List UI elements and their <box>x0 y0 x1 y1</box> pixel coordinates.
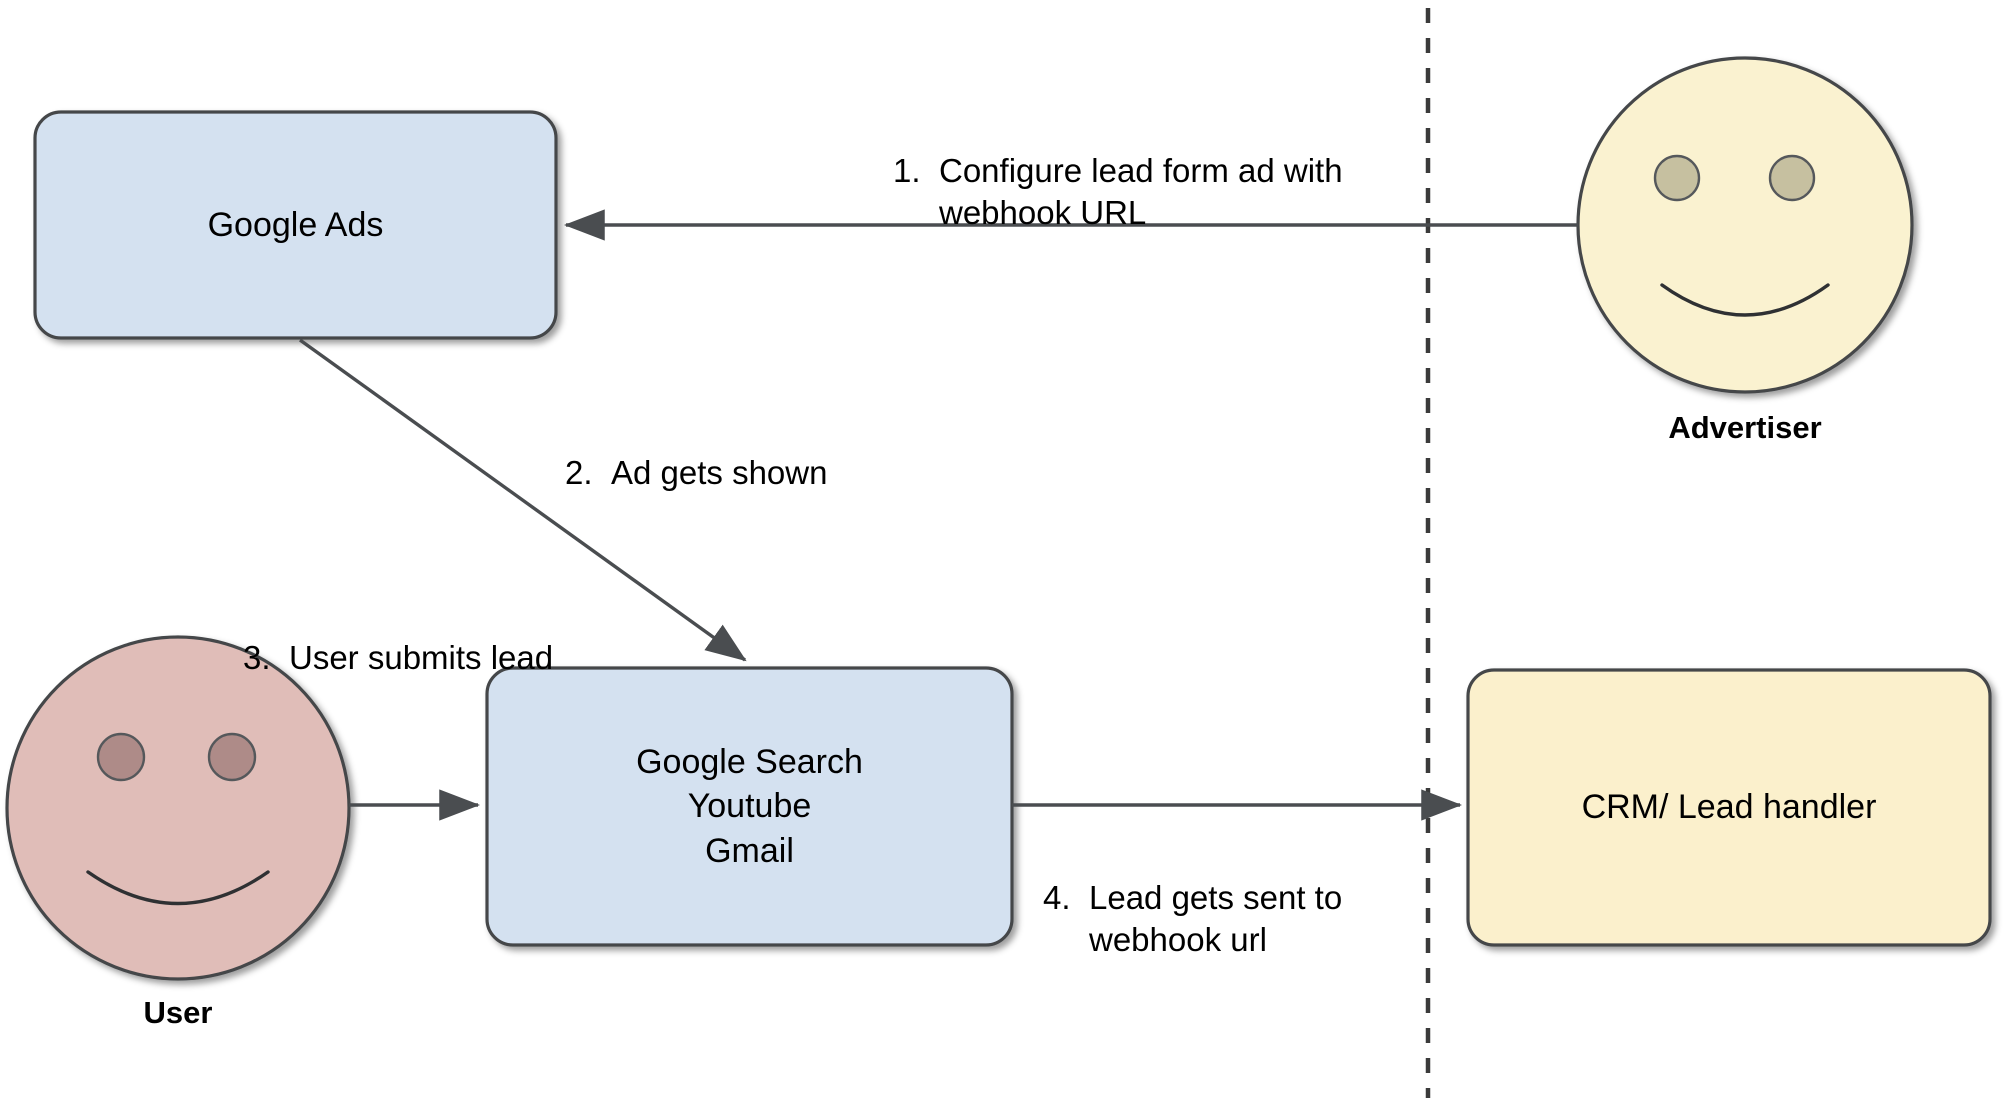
edge-3-text-line1: User submits lead <box>289 639 554 677</box>
actor-advertiser-face-icon[interactable] <box>1576 56 1914 394</box>
user-smile-icon <box>86 870 270 906</box>
advertiser-head-circle <box>1576 56 1914 394</box>
edge-4-number: 4. <box>1043 879 1071 917</box>
node-platforms-shape[interactable] <box>485 666 1014 947</box>
edge-2-text-line1: Ad gets shown <box>611 454 828 492</box>
node-crm-shape[interactable] <box>1466 668 1992 947</box>
actor-user-caption: User <box>143 995 213 1030</box>
actor-advertiser-caption: Advertiser <box>1668 410 1822 445</box>
actor-user-face-icon[interactable] <box>5 635 351 981</box>
edge-2-google-ads-to-platforms[interactable] <box>299 338 747 662</box>
edge-1-label: 1. Configure lead form ad with webhook UR… <box>893 108 1413 277</box>
advertiser-eye-right-icon <box>1768 154 1816 202</box>
edge-3-number: 3. <box>243 639 271 677</box>
edge-4-text-line2: webhook url <box>1089 921 1267 959</box>
edge-2-number: 2. <box>565 454 593 492</box>
edge-2-label: 2. Ad gets shown <box>565 410 1025 494</box>
advertiser-smile-icon <box>1660 283 1830 317</box>
node-google-ads-shape[interactable] <box>33 110 558 340</box>
user-eye-left-icon <box>96 732 146 782</box>
edge-1-text-line1: Configure lead form ad with <box>939 152 1343 190</box>
edge-3-label: 3. User submits lead <box>243 595 703 679</box>
edge-4-text-line1: Lead gets sent to <box>1089 879 1343 917</box>
edge-1-text-line2: webhook URL <box>939 194 1147 232</box>
user-head-circle <box>5 635 351 981</box>
edge-1-number: 1. <box>893 152 921 190</box>
user-eye-right-icon <box>207 732 257 782</box>
edge-4-label: 4. Lead gets sent to webhook url <box>1043 835 1463 1004</box>
advertiser-eye-left-icon <box>1653 154 1701 202</box>
